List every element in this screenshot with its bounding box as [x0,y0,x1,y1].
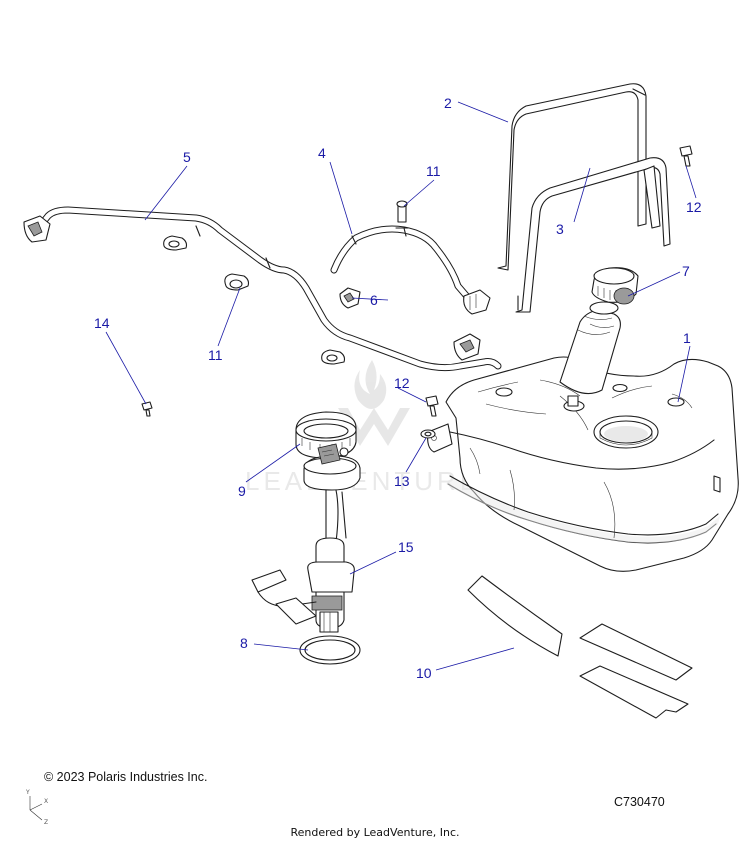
axis-y-label: Y [25,789,30,796]
drawing-number: C730470 [614,795,665,809]
tank-pad-curved[interactable] [467,575,563,657]
hose-clamp-upper[interactable] [395,200,409,229]
callout-11a: 11 [426,163,441,179]
tank-pad-flat-upper[interactable] [579,623,693,681]
callout-14: 14 [94,315,110,331]
axis-z-label: Z [44,819,48,826]
axis-triad-icon: Y X Z [25,789,48,826]
callout-9: 9 [238,483,246,499]
callout-7: 7 [682,263,690,279]
callout-5: 5 [183,149,191,165]
watermark-text: LEADVENTURE [245,466,481,496]
callouts: 2 3 4 5 11 12 7 6 1 14 11 12 13 9 15 8 1… [94,95,702,681]
bolt-left[interactable] [141,401,153,417]
bolt-upper-right[interactable] [679,145,693,167]
callout-13: 13 [394,473,410,489]
callout-12b: 12 [394,375,410,391]
hose-clamp-left[interactable] [224,273,250,291]
callout-4: 4 [318,145,326,161]
fuel-pump-assembly[interactable] [251,443,361,633]
washer[interactable] [420,429,436,439]
vent-hose[interactable] [330,225,491,315]
bolt-middle[interactable] [425,395,439,417]
tank-pad-flat-lower[interactable] [579,665,689,719]
hose-fitting[interactable] [339,287,361,309]
callout-1: 1 [683,330,691,346]
hose-clamp-mid[interactable] [163,235,188,251]
fuel-cap[interactable] [591,267,639,305]
rendered-by-footer: Rendered by LeadVenture, Inc. [290,826,460,839]
callout-8: 8 [240,635,248,651]
fuel-tank-strap-lower[interactable] [515,157,671,313]
callout-15: 15 [398,539,414,555]
callout-11b: 11 [208,347,223,363]
callout-3: 3 [556,221,564,237]
fuel-line-long[interactable] [23,206,502,372]
fuel-tank-strap-upper[interactable] [497,83,647,271]
callout-2: 2 [444,95,452,111]
leader-lines [105,101,697,671]
callout-6: 6 [370,292,378,308]
fuel-tank[interactable] [427,301,739,572]
axis-x-label: X [44,798,48,805]
pump-lock-ring[interactable] [295,411,357,459]
hose-clamp-lower[interactable] [321,349,346,365]
callout-12a: 12 [686,199,702,215]
callout-10: 10 [416,665,432,681]
pump-o-ring[interactable] [299,635,361,665]
copyright-notice: © 2023 Polaris Industries Inc. [44,770,208,784]
